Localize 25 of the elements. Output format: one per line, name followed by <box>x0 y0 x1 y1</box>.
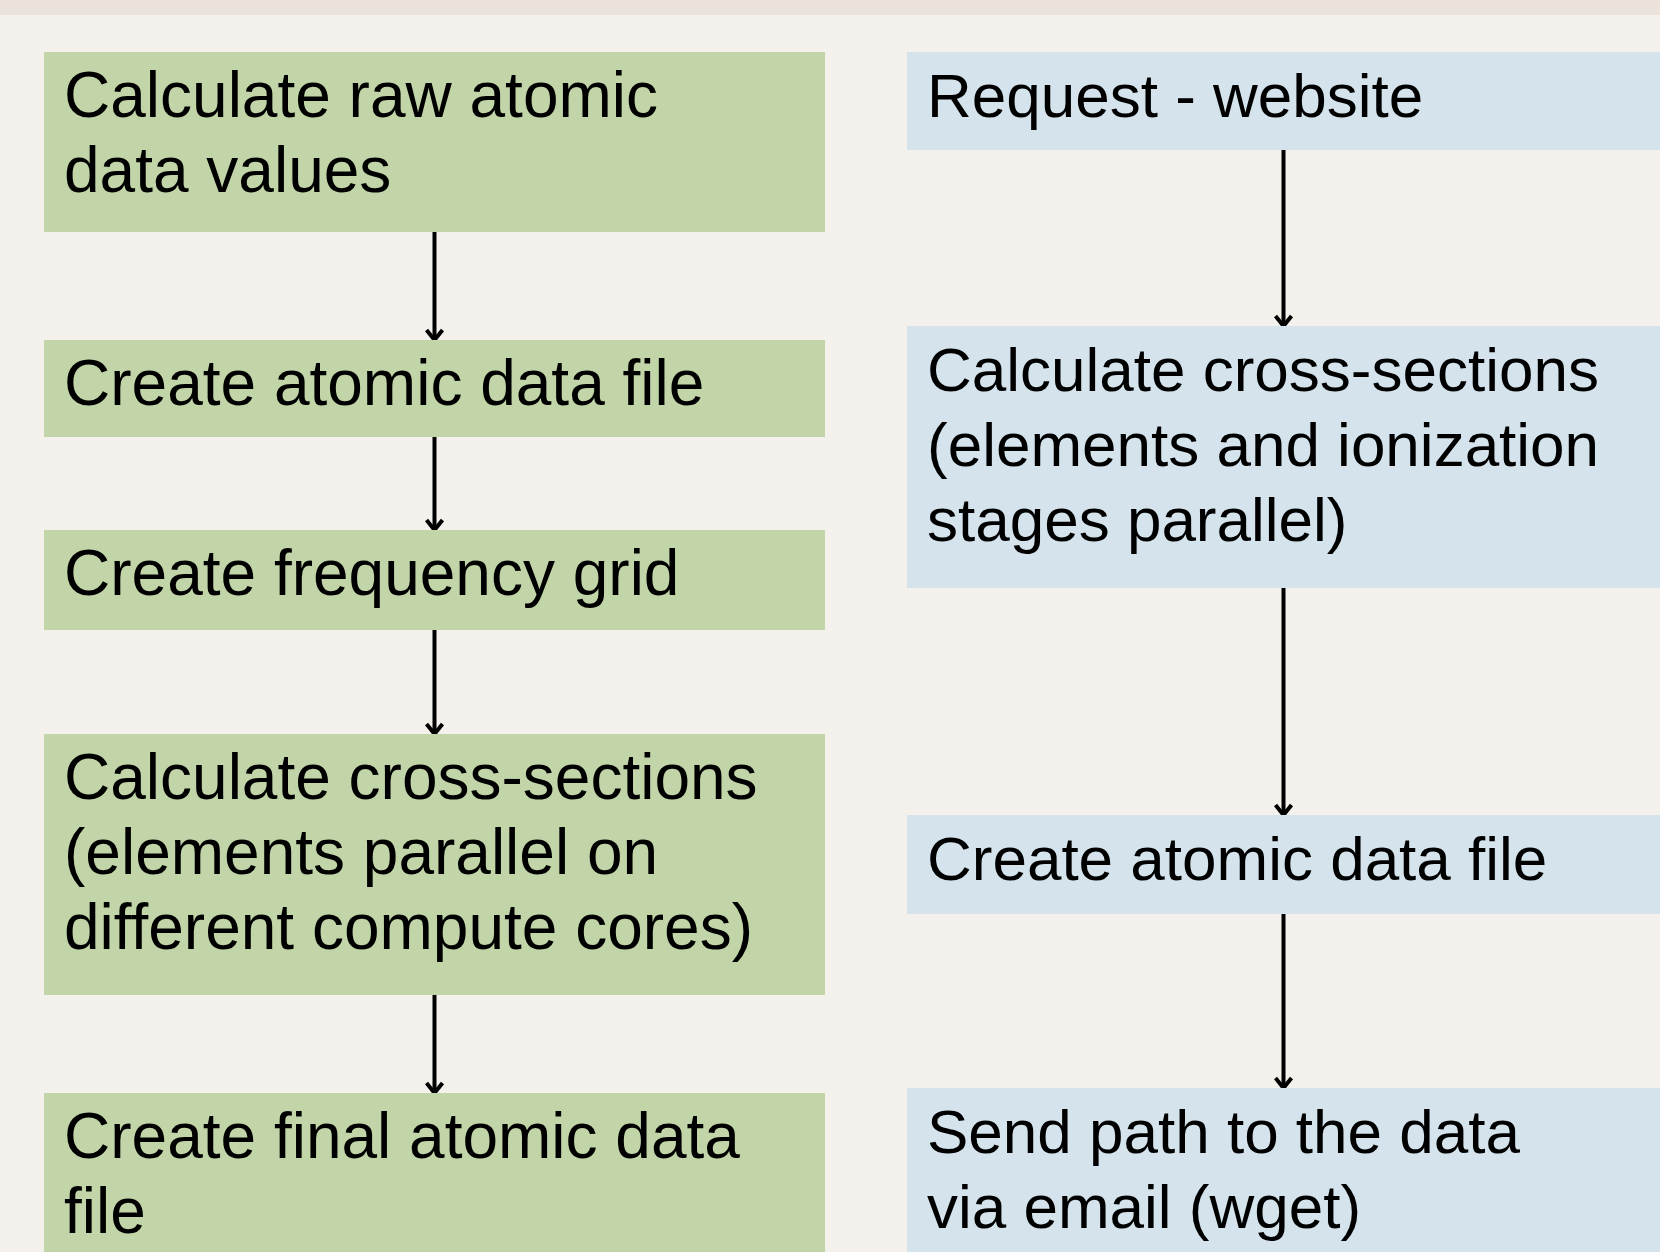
arrow <box>424 995 445 1095</box>
process-box <box>907 815 1660 914</box>
arrow <box>1273 150 1294 328</box>
process-box <box>907 1088 1660 1252</box>
box-label: Request - website <box>927 60 1425 132</box>
process-box <box>907 52 1660 150</box>
process-box <box>907 326 1660 588</box>
process-box <box>44 52 825 232</box>
arrow <box>424 437 445 532</box>
arrow <box>1273 588 1294 817</box>
box-label: Send path to the data via email (wget) <box>927 1096 1521 1243</box>
arrow <box>424 630 445 736</box>
box-label: Create frequency grid <box>64 536 681 611</box>
box-label: Calculate cross-sections (elements and ionization stages parallel) <box>927 334 1601 556</box>
box-label: Create final atomic data file <box>64 1099 741 1249</box>
process-box <box>44 530 825 630</box>
box-label: Create atomic data file <box>64 346 706 421</box>
box-label: Calculate raw atomic data values <box>64 58 659 208</box>
box-label: Create atomic data file <box>927 823 1549 895</box>
process-box <box>44 734 825 995</box>
arrow <box>1273 914 1294 1090</box>
process-box <box>44 340 825 437</box>
arrow <box>424 232 445 342</box>
process-box <box>44 1093 825 1252</box>
box-label: Calculate cross-sections (elements parallel on different compute cores) <box>64 740 759 965</box>
